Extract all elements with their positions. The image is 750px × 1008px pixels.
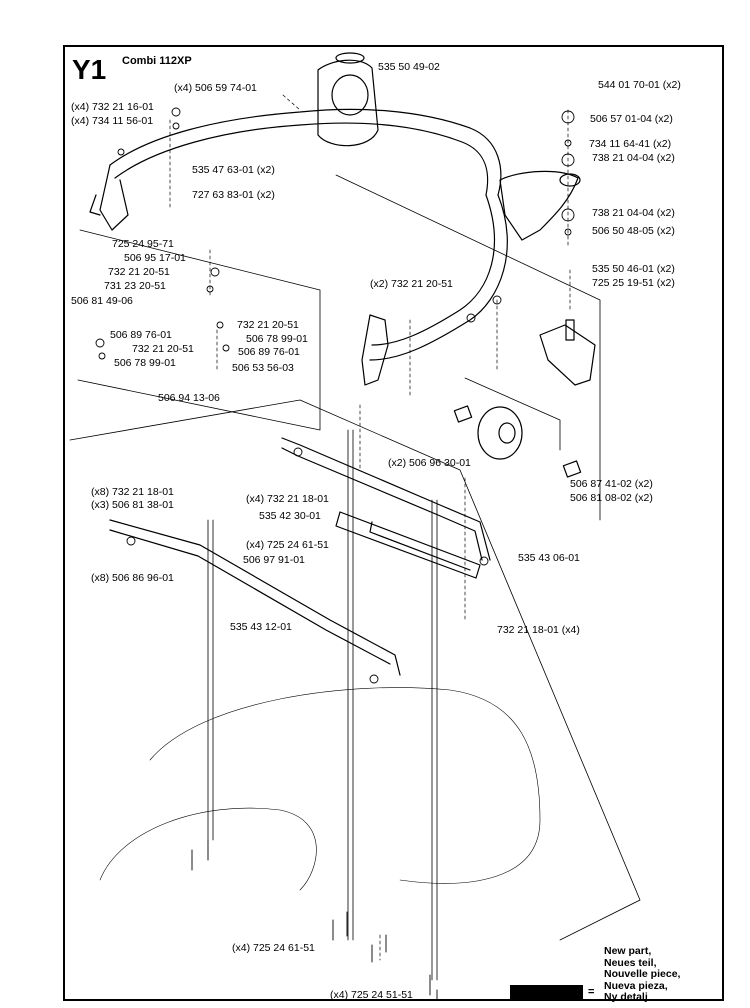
steering-column xyxy=(317,59,379,147)
part-callout: 732 21 20-51 xyxy=(237,319,299,331)
part-callout: 535 50 49-02 xyxy=(378,61,440,73)
part-callout: 506 78 99-01 xyxy=(246,333,308,345)
part-callout: (x4) 732 21 16-01 xyxy=(71,101,154,113)
part-callout: (x4) 734 11 56-01 xyxy=(71,115,154,127)
part-callout: (x2) 732 21 20-51 xyxy=(370,278,453,290)
part-callout: (x4) 725 24 51-51 xyxy=(330,989,413,1001)
part-callout: 544 01 70-01 (x2) xyxy=(598,79,681,91)
part-callout: 535 42 30-01 xyxy=(259,510,321,522)
part-callout: 506 50 48-05 (x2) xyxy=(592,225,675,237)
diagram-frame xyxy=(63,45,724,1001)
part-callout: 506 53 56-03 xyxy=(232,362,294,374)
part-callout: 732 21 18-01 (x4) xyxy=(497,624,580,636)
legend-line: New part, xyxy=(604,945,652,957)
section-code: Y1 xyxy=(72,54,107,85)
part-callout: (x4) 732 21 18-01 xyxy=(246,493,329,505)
legend-equals: = xyxy=(588,986,595,998)
lower-frame-arc xyxy=(369,194,508,361)
part-callout: 506 89 76-01 xyxy=(110,329,172,341)
part-callout: (x4) 725 24 61-51 xyxy=(232,942,315,954)
part-callout: (x8) 506 86 96-01 xyxy=(91,572,174,584)
wheel xyxy=(477,406,523,460)
part-callout: 535 43 06-01 xyxy=(518,552,580,564)
part-callout: 725 24 95-71 xyxy=(112,238,174,250)
legend-line: Nouvelle piece, xyxy=(604,968,681,980)
part-callout: 725 25 19-51 (x2) xyxy=(592,277,675,289)
part-callout: (x8) 732 21 18-01 xyxy=(91,486,174,498)
part-callout: (x4) 506 59 74-01 xyxy=(174,82,257,94)
part-callout: 731 23 20-51 xyxy=(104,280,166,292)
legend-line: Nueva pieza, xyxy=(604,979,668,992)
model-name: Combi 112XP xyxy=(122,55,192,67)
part-callout: 506 78 99-01 xyxy=(114,357,176,369)
part-callout: 506 97 91-01 xyxy=(243,554,305,566)
part-callout: 727 63 83-01 (x2) xyxy=(192,189,275,201)
legend-line: Neues teil, xyxy=(604,956,657,969)
part-callout: (x2) 506 96 30-01 xyxy=(388,457,471,469)
legend-line: Ny detalj xyxy=(604,991,648,1003)
part-callout: 535 47 63-01 (x2) xyxy=(192,164,275,176)
part-callout: 732 21 20-51 xyxy=(108,266,170,278)
part-callout: 506 95 17-01 xyxy=(124,252,186,264)
main-frame-tube xyxy=(109,108,502,196)
part-callout: 506 57 01-04 (x2) xyxy=(590,113,673,125)
part-callout: 732 21 20-51 xyxy=(132,343,194,355)
part-callout: 738 21 04-04 (x2) xyxy=(592,207,675,219)
part-callout: 506 94 13-06 xyxy=(158,392,220,404)
part-callout: 506 89 76-01 xyxy=(238,346,300,358)
right-hub xyxy=(499,170,579,241)
new-part-swatch xyxy=(510,985,583,1001)
part-callout: 506 81 08-02 (x2) xyxy=(570,492,653,504)
axle-bracket xyxy=(539,324,596,386)
part-callout: 506 87 41-02 (x2) xyxy=(570,478,653,490)
part-callout: 535 43 12-01 xyxy=(230,621,292,633)
part-callout: 738 21 04-04 (x2) xyxy=(592,152,675,164)
part-callout: 535 50 46-01 (x2) xyxy=(592,263,675,275)
part-callout: (x3) 506 81 38-01 xyxy=(91,499,174,511)
part-callout: 506 81 49-06 xyxy=(71,295,133,307)
part-callout: (x4) 725 24 61-51 xyxy=(246,539,329,551)
legend: New part, Neues teil, Nouvelle piece, Nu… xyxy=(604,945,681,1004)
part-callout: 734 11 64-41 (x2) xyxy=(589,138,672,150)
